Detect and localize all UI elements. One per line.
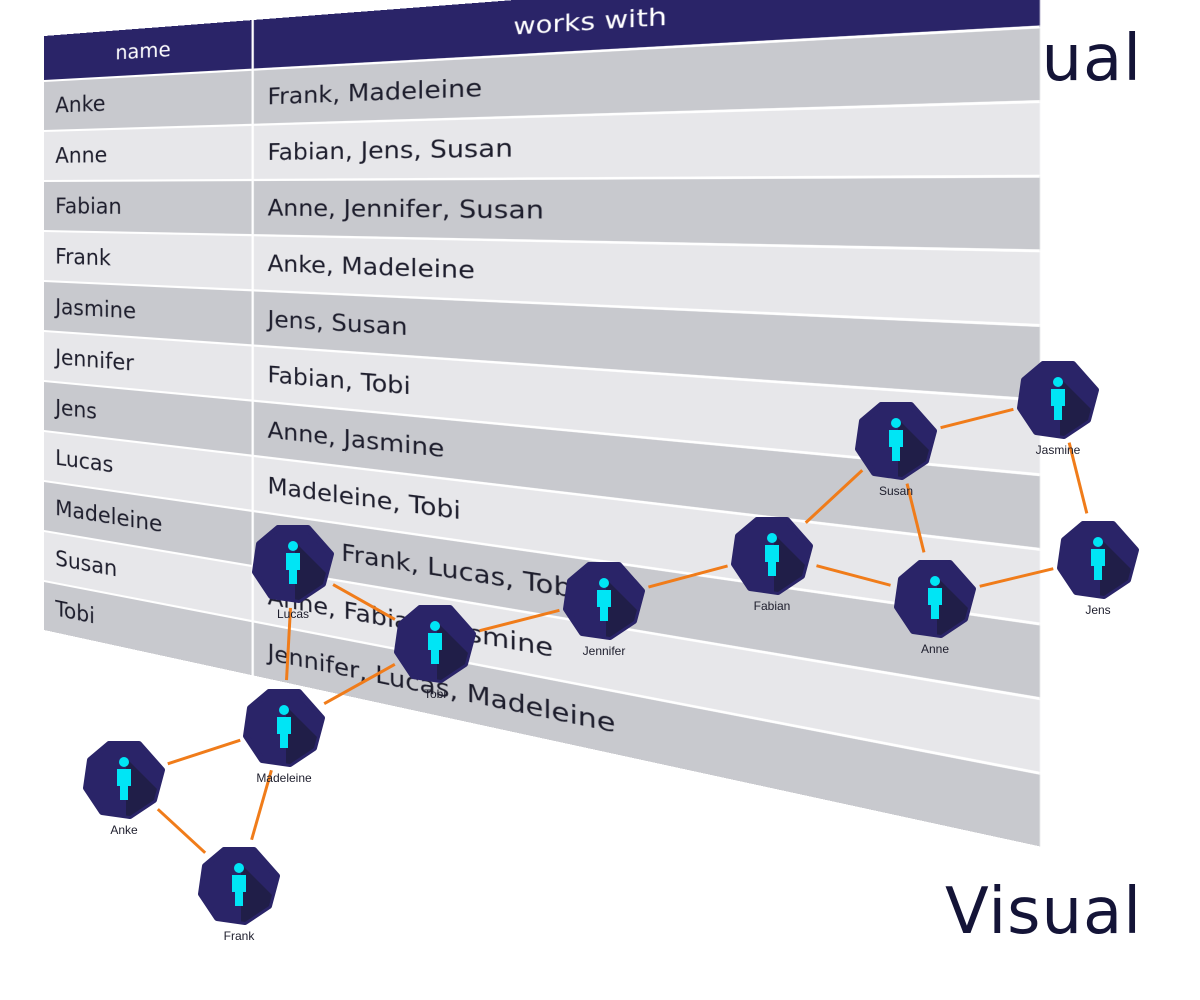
node-label: Jasmine: [1036, 443, 1081, 457]
person-icon: [1091, 537, 1105, 580]
node-label: Madeleine: [256, 771, 312, 785]
graph-node-jasmine[interactable]: Jasmine: [1017, 361, 1118, 458]
graph-node-lucas[interactable]: Lucas: [252, 525, 353, 622]
node-label: Frank: [224, 929, 256, 943]
person-icon: [765, 533, 779, 576]
node-label: Jennifer: [583, 644, 626, 658]
graph-node-susan[interactable]: Susan: [855, 402, 956, 499]
edge-madeleine-anke: [167, 738, 241, 766]
node-label: Susan: [879, 484, 913, 498]
node-label: Tobi: [424, 687, 446, 701]
edge-anne-jens: [979, 567, 1054, 588]
person-icon: [277, 705, 291, 748]
edge-susan-anne: [905, 483, 926, 553]
edge-lucas-madeleine: [285, 607, 292, 681]
node-label: Fabian: [754, 599, 791, 613]
graph-edges: [156, 407, 1089, 854]
graph-node-anke[interactable]: Anke: [83, 741, 184, 838]
edge-jennifer-fabian: [648, 564, 728, 589]
person-icon: [286, 541, 300, 584]
edge-lucas-tobi: [332, 583, 396, 621]
graph-node-tobi[interactable]: Tobi: [394, 605, 495, 702]
edge-tobi-madeleine: [323, 663, 396, 705]
edge-susan-jasmine: [940, 407, 1014, 430]
graph-node-anne[interactable]: Anne: [894, 560, 995, 657]
node-label: Anke: [110, 823, 138, 837]
node-label: Jens: [1085, 603, 1110, 617]
person-icon: [597, 578, 611, 621]
graph-node-frank[interactable]: Frank: [198, 847, 299, 944]
edge-fabian-susan: [804, 469, 864, 524]
edge-tobi-jennifer: [479, 608, 560, 633]
graph-node-fabian[interactable]: Fabian: [731, 517, 832, 614]
visual-heading: Visual: [944, 875, 1142, 949]
person-icon: [117, 757, 131, 800]
node-label: Anne: [921, 642, 949, 656]
edge-anke-frank: [156, 808, 207, 854]
person-icon: [232, 863, 246, 906]
graph-node-jens[interactable]: Jens: [1057, 521, 1158, 618]
edge-jasmine-jens: [1067, 442, 1089, 514]
edge-fabian-anne: [816, 564, 891, 587]
person-icon: [889, 418, 903, 461]
person-icon: [928, 576, 942, 619]
person-icon: [1051, 377, 1065, 420]
graph-node-madeleine[interactable]: Madeleine: [243, 689, 344, 786]
person-icon: [428, 621, 442, 664]
graph-node-jennifer[interactable]: Jennifer: [563, 562, 664, 659]
edge-madeleine-frank: [250, 769, 273, 841]
node-label: Lucas: [277, 607, 309, 621]
